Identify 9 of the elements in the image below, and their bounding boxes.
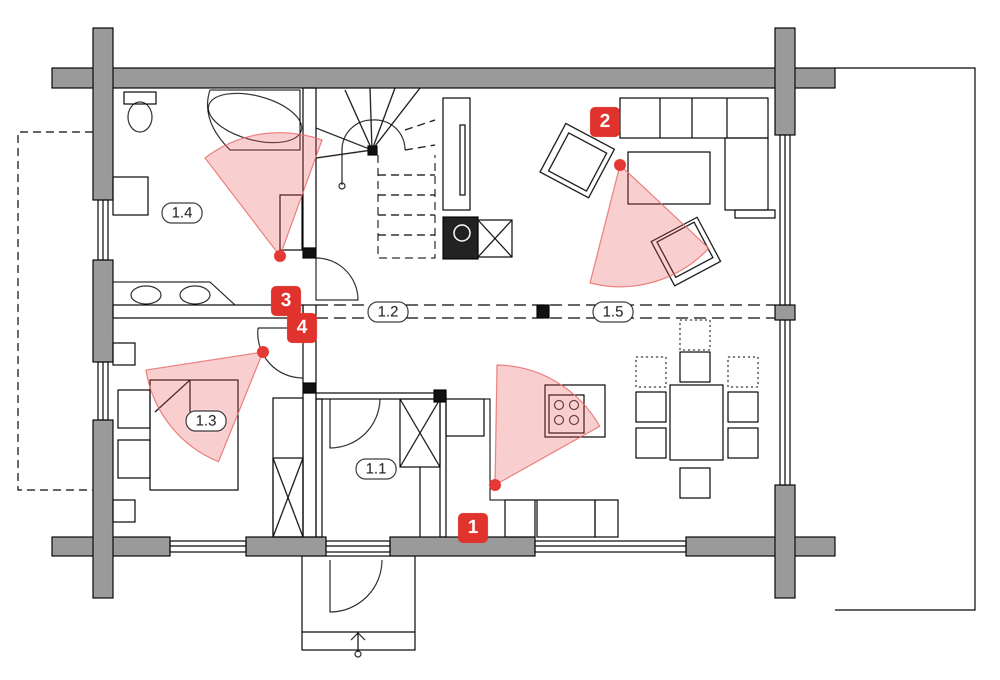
room-number: 1.5 (592, 302, 634, 322)
room-number: 1.3 (186, 410, 226, 432)
room-number: 1.4 (162, 202, 202, 224)
room-number: 1.2 (368, 302, 408, 322)
room-number: 1.1 (356, 458, 396, 480)
callout-number: 2 (590, 107, 620, 137)
callout-number: 1 (458, 513, 488, 543)
callout-number: 4 (287, 313, 317, 343)
callout-number: 3 (271, 286, 301, 316)
